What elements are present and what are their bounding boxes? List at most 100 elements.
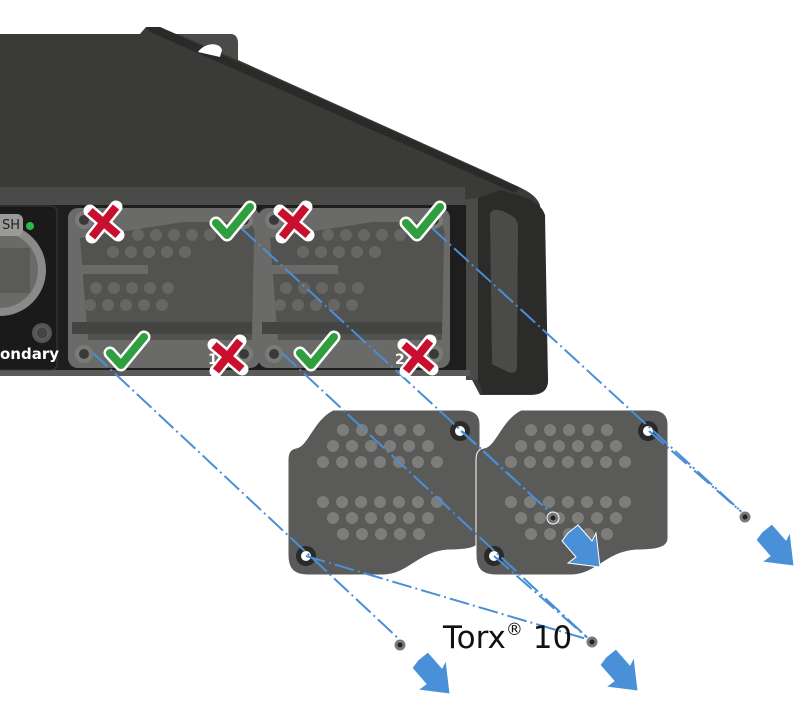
slot-ledge — [72, 322, 252, 334]
tool-size: 10 — [532, 620, 573, 656]
screw-hole — [269, 215, 279, 225]
slot-hole — [394, 229, 406, 241]
slot-hole — [322, 229, 334, 241]
torx-screw — [738, 510, 752, 524]
plate-hole — [356, 528, 368, 540]
plate-hole — [412, 456, 424, 468]
plate-hole — [374, 496, 386, 508]
slot-hole — [298, 282, 310, 294]
screw-hole — [429, 349, 439, 359]
port-number-2: 2 — [395, 352, 405, 368]
plate-hole — [524, 496, 536, 508]
plate-hole — [553, 440, 565, 452]
slot-hole — [120, 299, 132, 311]
slot-hole — [162, 282, 174, 294]
slot-hole — [334, 282, 346, 294]
screw-hole — [79, 349, 89, 359]
tool-name: Torx — [443, 620, 506, 656]
slot-hole — [107, 246, 119, 258]
slot-hole — [186, 229, 198, 241]
slot-hole — [280, 282, 292, 294]
slot-hole — [102, 299, 114, 311]
guide-line — [92, 352, 401, 641]
plate-hole — [374, 456, 386, 468]
plate-hole — [337, 424, 349, 436]
removal-arrow-icon — [561, 524, 601, 568]
plate-hole — [610, 440, 622, 452]
plate-hole — [394, 528, 406, 540]
removal-arrow-icon — [599, 648, 639, 692]
remove-screw-check-icon — [399, 200, 447, 242]
plate-hole — [525, 424, 537, 436]
cover-plate-1 — [287, 409, 481, 576]
trademark-symbol: ® — [505, 620, 523, 640]
plate-hole — [346, 512, 358, 524]
plate-hole — [563, 424, 575, 436]
slot-hole — [297, 246, 309, 258]
plate-hole — [393, 496, 405, 508]
plate-hole — [562, 456, 574, 468]
removal-arrow-icon — [411, 651, 451, 695]
slot-hole — [179, 246, 191, 258]
slot-hole — [369, 246, 381, 258]
guide-lines — [92, 227, 746, 641]
plate-hole — [413, 528, 425, 540]
plate-hole — [591, 440, 603, 452]
slot-hole — [340, 229, 352, 241]
guide-line — [281, 352, 591, 641]
tool-caption: Torx® 10 — [443, 620, 572, 656]
torx-screw — [546, 511, 560, 525]
slot-hole — [156, 299, 168, 311]
slot-hole — [315, 246, 327, 258]
slot-hole — [292, 299, 304, 311]
guide-line — [431, 227, 746, 516]
plate-hole — [601, 424, 613, 436]
plate-hole — [515, 512, 527, 524]
connector-slots — [68, 208, 450, 368]
plate-hole — [591, 512, 603, 524]
slot-hole — [150, 229, 162, 241]
keep-screw-cross-icon — [207, 334, 249, 378]
plate-hole — [403, 440, 415, 452]
plate-hole — [375, 528, 387, 540]
slot-bar — [268, 265, 338, 274]
plate-hole — [365, 440, 377, 452]
status-led — [26, 222, 34, 230]
plate-hole — [524, 456, 536, 468]
slot-hole — [138, 299, 150, 311]
plate-hole — [431, 456, 443, 468]
plate-hole — [403, 512, 415, 524]
cover-plates — [287, 409, 669, 576]
slot-hole — [126, 282, 138, 294]
plate-hole — [515, 440, 527, 452]
slot-hole — [328, 299, 340, 311]
guide-line — [240, 227, 554, 516]
plate-hole — [581, 456, 593, 468]
plate-hole — [562, 496, 574, 508]
plate-hole — [505, 496, 517, 508]
connector-slot-2 — [258, 208, 450, 368]
slot-hole — [90, 282, 102, 294]
guide-line — [460, 430, 554, 516]
push-button[interactable] — [0, 214, 23, 236]
slot-hole — [346, 299, 358, 311]
slot-hole — [352, 282, 364, 294]
plate-hole — [384, 512, 396, 524]
slot-hole — [351, 246, 363, 258]
plate-hole — [543, 456, 555, 468]
push-button-label: SH — [2, 218, 21, 233]
plate-hole — [317, 496, 329, 508]
slot-hole — [84, 299, 96, 311]
plate-hole — [543, 496, 555, 508]
plate-hole — [534, 512, 546, 524]
torx-screw — [585, 635, 599, 649]
plate-hole — [582, 424, 594, 436]
keep-screw-cross-icon — [273, 200, 315, 244]
torx-screw — [393, 638, 407, 652]
plate-hole — [394, 424, 406, 436]
markers — [83, 200, 447, 378]
screw-hole — [269, 349, 279, 359]
plate-body — [475, 409, 669, 576]
torx-socket-icon — [550, 515, 556, 521]
